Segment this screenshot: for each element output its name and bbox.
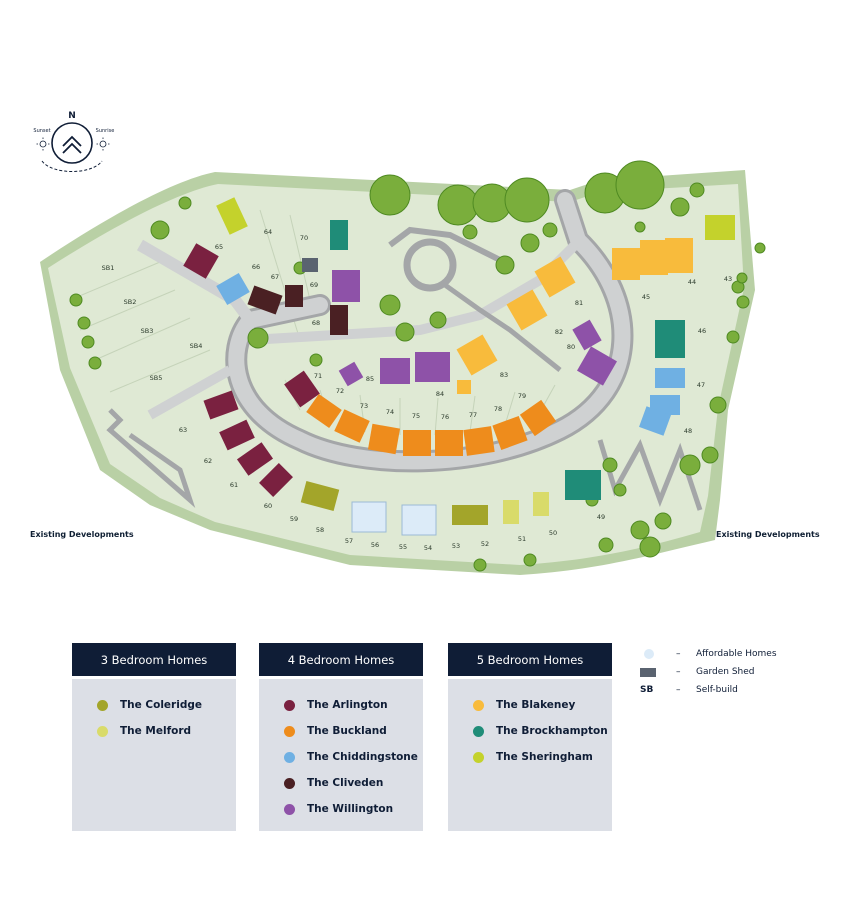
- plot-58: 58: [316, 526, 324, 534]
- legend-item-willington: The Willington: [259, 796, 423, 822]
- sunset-sun-icon: [36, 137, 50, 151]
- key-affordable-homes: – Affordable Homes: [640, 645, 777, 663]
- plot-66: 66: [252, 263, 260, 271]
- plot-78: 78: [494, 405, 502, 413]
- legend-item-arlington: The Arlington: [259, 692, 423, 718]
- legend-4-bedroom: 4 Bedroom Homes The Arlington The Buckla…: [259, 643, 423, 831]
- plot-64: 64: [264, 228, 272, 236]
- color-swatch: [97, 725, 108, 737]
- color-swatch: [284, 699, 295, 711]
- plot-75: 75: [412, 412, 420, 420]
- plot-57: 57: [345, 537, 353, 545]
- legend-item-cliveden: The Cliveden: [259, 770, 423, 796]
- existing-developments-right-label: Existing Developments: [716, 530, 820, 539]
- site-plan-map: SB1 SB2 SB3 SB4 SB5 43 44 45 46 47 48 49…: [33, 111, 766, 575]
- plot-67: 67: [271, 273, 279, 281]
- plot-65: 65: [215, 243, 223, 251]
- legend-item-melford: The Melford: [72, 718, 236, 744]
- compass: N Sunset Sunrise: [33, 111, 114, 172]
- legend-5-bedroom: 5 Bedroom Homes The Blakeney The Brockha…: [448, 643, 612, 831]
- plot-54: 54: [424, 544, 432, 552]
- plot-71: 71: [314, 372, 322, 380]
- plot-49: 49: [597, 513, 605, 521]
- plot-85: 85: [366, 375, 374, 383]
- key-self-build: SB – Self-build: [640, 685, 738, 695]
- legend-item-buckland: The Buckland: [259, 718, 423, 744]
- plot-50: 50: [549, 529, 557, 537]
- plot-73: 73: [360, 402, 368, 410]
- plot-53: 53: [452, 542, 460, 550]
- plot-sb1: SB1: [102, 264, 115, 272]
- plot-44: 44: [688, 278, 696, 286]
- color-swatch: [284, 803, 295, 815]
- color-swatch: [284, 777, 295, 789]
- compass-sunrise: Sunrise: [96, 128, 115, 134]
- color-swatch: [473, 699, 484, 711]
- plot-68: 68: [312, 319, 320, 327]
- plot-sb4: SB4: [190, 342, 203, 350]
- legend-item-blakeney: The Blakeney: [448, 692, 612, 718]
- plot-59: 59: [290, 515, 298, 523]
- legend-item-chiddingstone: The Chiddingstone: [259, 744, 423, 770]
- color-swatch: [473, 725, 484, 737]
- plot-62: 62: [204, 457, 212, 465]
- plot-51: 51: [518, 535, 526, 543]
- legend-item-sheringham: The Sheringham: [448, 744, 612, 770]
- legend-item-brockhampton: The Brockhampton: [448, 718, 612, 744]
- plot-63: 63: [179, 426, 187, 434]
- color-swatch: [473, 751, 484, 763]
- plot-45: 45: [642, 293, 650, 301]
- plot-70: 70: [300, 234, 308, 242]
- plot-55: 55: [399, 543, 407, 551]
- plot-46: 46: [698, 327, 706, 335]
- plot-sb5: SB5: [150, 374, 163, 382]
- color-swatch: [284, 751, 295, 763]
- plot-83: 83: [500, 371, 508, 379]
- plot-80: 80: [567, 343, 575, 351]
- map-key: – Affordable Homes – Garden Shed SB – Se…: [640, 645, 777, 699]
- plot-69: 69: [310, 281, 318, 289]
- plot-72: 72: [336, 387, 344, 395]
- legend-4-bedroom-title: 4 Bedroom Homes: [259, 643, 423, 676]
- plot-74: 74: [386, 408, 394, 416]
- existing-developments-left-label: Existing Developments: [30, 530, 134, 539]
- plot-79: 79: [518, 392, 526, 400]
- compass-north: N: [68, 111, 76, 121]
- plot-56: 56: [371, 541, 379, 549]
- key-garden-shed: – Garden Shed: [640, 663, 777, 681]
- plot-52: 52: [481, 540, 489, 548]
- plot-77: 77: [469, 411, 477, 419]
- sunrise-sun-icon: [96, 137, 110, 151]
- plot-84: 84: [436, 390, 444, 398]
- plot-81: 81: [575, 299, 583, 307]
- plot-60: 60: [264, 502, 272, 510]
- plot-82: 82: [555, 328, 563, 336]
- plot-76: 76: [441, 413, 449, 421]
- plot-47: 47: [697, 381, 705, 389]
- trees: [69, 160, 766, 572]
- plot-sb3: SB3: [141, 327, 154, 335]
- plot-43: 43: [724, 275, 732, 283]
- legend-item-coleridge: The Coleridge: [72, 692, 236, 718]
- garden-shed-icon: [640, 667, 656, 677]
- plot-sb2: SB2: [124, 298, 137, 306]
- compass-sunset: Sunset: [33, 128, 50, 134]
- legend-5-bedroom-title: 5 Bedroom Homes: [448, 643, 612, 676]
- plot-48: 48: [684, 427, 692, 435]
- color-swatch: [97, 699, 108, 711]
- legend-3-bedroom: 3 Bedroom Homes The Coleridge The Melfor…: [72, 643, 236, 831]
- color-swatch: [284, 725, 295, 737]
- legend-3-bedroom-title: 3 Bedroom Homes: [72, 643, 236, 676]
- houses: [183, 197, 735, 536]
- plot-61: 61: [230, 481, 238, 489]
- affordable-homes-swatch: [644, 649, 654, 659]
